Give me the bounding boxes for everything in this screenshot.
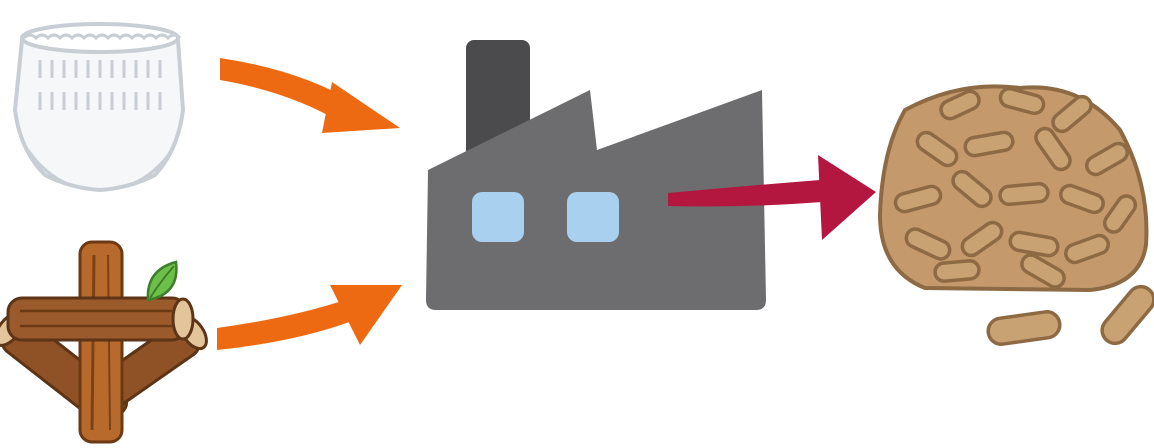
factory-window <box>567 192 619 242</box>
arrow-wood-to-factory <box>217 285 402 350</box>
factory-icon <box>426 40 766 310</box>
loose-pellet <box>987 310 1062 346</box>
arrow-diaper-to-factory <box>220 58 400 133</box>
wood-logs-icon <box>0 242 212 442</box>
loose-pellet <box>1097 281 1154 348</box>
diaper-icon <box>15 24 183 190</box>
wood-pellets-icon <box>880 86 1154 348</box>
factory-window <box>472 192 524 242</box>
